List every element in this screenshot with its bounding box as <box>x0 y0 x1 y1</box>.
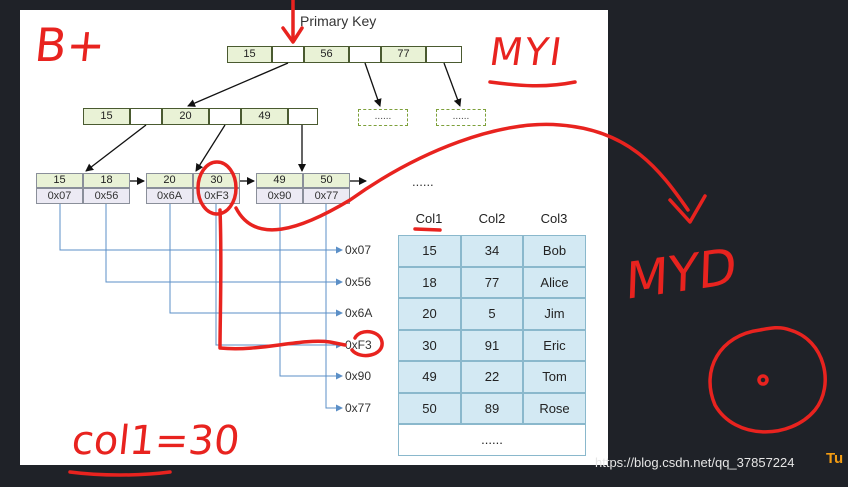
table-cell: Tom <box>523 361 586 393</box>
leaf1-key-2: 18 <box>83 173 130 188</box>
table-cell: 5 <box>461 298 523 330</box>
data-addr-1: 0x07 <box>345 243 372 257</box>
data-addr-5: 0x90 <box>345 369 372 383</box>
internal-key-2: 20 <box>162 108 209 125</box>
watermark-url: https://blog.csdn.net/qq_37857224 <box>595 455 795 470</box>
internal-ptr-2 <box>209 108 241 125</box>
annotation-b-plus: B+ <box>32 18 108 72</box>
data-addr-3: 0x6A <box>345 306 373 320</box>
internal-key-3: 49 <box>241 108 288 125</box>
table-footer: ...... <box>398 424 586 456</box>
table-cell: 50 <box>398 393 461 424</box>
table-header-col1: Col1 <box>415 211 443 226</box>
logo-mark-icon: Tu <box>826 450 844 467</box>
table-cell: Rose <box>523 393 586 424</box>
annotation-myi: MYI <box>486 30 567 74</box>
table-cell: 34 <box>461 235 523 267</box>
table-header-col2: Col2 <box>478 211 506 226</box>
leaf2-key-2: 30 <box>193 173 240 188</box>
table-cell: 91 <box>461 330 523 361</box>
leaf2-key-1: 20 <box>146 173 193 188</box>
root-key-3: 77 <box>381 46 426 63</box>
leaf1-addr-2: 0x56 <box>83 188 130 204</box>
table-cell: Eric <box>523 330 586 361</box>
internal-key-1: 15 <box>83 108 130 125</box>
leaf3-addr-2: 0x77 <box>303 188 350 204</box>
leaf2-addr-2: 0xF3 <box>193 188 240 204</box>
table-cell: 89 <box>461 393 523 424</box>
table-cell: 77 <box>461 267 523 298</box>
data-addr-6: 0x77 <box>345 401 372 415</box>
root-ptr-1 <box>272 46 304 63</box>
table-cell: 18 <box>398 267 461 298</box>
root-ptr-3 <box>426 46 462 63</box>
table-cell: Bob <box>523 235 586 267</box>
table-cell: Jim <box>523 298 586 330</box>
internal-ptr-1 <box>130 108 162 125</box>
root-key-2: 56 <box>304 46 349 63</box>
leaf1-addr-1: 0x07 <box>36 188 83 204</box>
leaf-ellipsis: ...... <box>412 174 434 189</box>
table-cell: 22 <box>461 361 523 393</box>
table-cell: 15 <box>398 235 461 267</box>
data-addr-2: 0x56 <box>345 275 372 289</box>
annotation-query: col1=30 <box>69 418 242 464</box>
dashed-node-2: ...... <box>436 109 486 126</box>
leaf3-key-1: 49 <box>256 173 303 188</box>
leaf3-key-2: 50 <box>303 173 350 188</box>
table-cell: 20 <box>398 298 461 330</box>
table-cell: 30 <box>398 330 461 361</box>
dashed-node-1: ...... <box>358 109 408 126</box>
internal-ptr-3 <box>288 108 318 125</box>
leaf3-addr-1: 0x90 <box>256 188 303 204</box>
leaf2-addr-1: 0x6A <box>146 188 193 204</box>
table-cell: Alice <box>523 267 586 298</box>
leaf1-key-1: 15 <box>36 173 83 188</box>
primary-key-title: Primary Key <box>300 13 377 29</box>
root-ptr-2 <box>349 46 381 63</box>
table-cell: 49 <box>398 361 461 393</box>
table-header-col3: Col3 <box>540 211 568 226</box>
root-key-1: 15 <box>227 46 272 63</box>
